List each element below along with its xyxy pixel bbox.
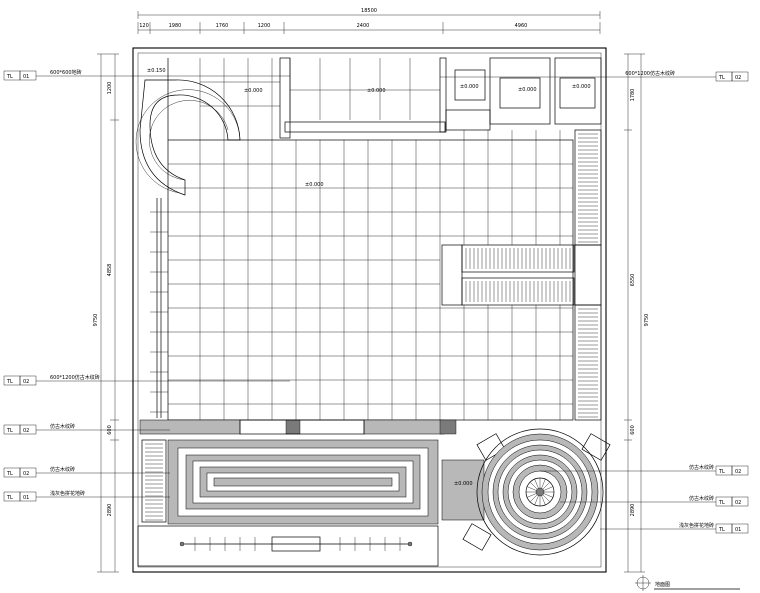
right-tag-3: 仿古木纹砖 TL 02: [560, 495, 749, 507]
tag-code: TL: [6, 428, 13, 434]
tag-num: 01: [23, 74, 29, 80]
tag-text: 浅灰色拼花地砖: [679, 522, 714, 529]
top-dim-5: 2400: [357, 23, 370, 29]
stair-tread: [543, 493, 554, 498]
hatched-pad: [441, 459, 485, 521]
level-0: ±0.150: [147, 68, 166, 74]
bottom-strip: [137, 525, 439, 567]
tag-num: 02: [23, 428, 29, 434]
title-block: 地面图: [635, 575, 740, 591]
left-dim-1: 1200: [107, 82, 113, 95]
right-tag-2: 仿古木纹砖 TL 02: [540, 464, 749, 476]
tag-num: 02: [735, 500, 741, 506]
rosette-spokes: [526, 478, 554, 506]
stair-treads: [465, 133, 598, 418]
tag-text: 仿古木纹砖: [689, 495, 714, 502]
tag-code: TL: [6, 471, 13, 477]
left-tag-4: TL 02 仿古木纹砖: [3, 466, 170, 478]
left-dim-2: 4858: [107, 264, 113, 277]
right-tag-4: 浅灰色拼花地砖 TL 01: [600, 522, 749, 534]
top-dimension-chain: 18500 120 1980 1760 1200 2400 4960: [137, 8, 601, 34]
tag-text: 600*1200仿古木纹砖: [50, 374, 100, 381]
left-tag-2: TL 02 600*1200仿古木纹砖: [3, 374, 290, 386]
stair-tread: [534, 478, 539, 489]
right-dim-2: 6550: [630, 274, 636, 287]
drawing-title: 地面图: [655, 581, 670, 588]
tag-code: TL: [718, 75, 725, 81]
level-7: ±0.000: [454, 481, 473, 487]
level-5: ±0.000: [572, 84, 591, 90]
left-small-stair: [141, 439, 167, 523]
stair-tread: [529, 494, 538, 503]
stair-tread: [526, 493, 537, 498]
right-dim-3: 600: [630, 425, 636, 435]
tag-num: 01: [735, 527, 741, 533]
top-dim-1: 120: [139, 23, 149, 29]
level-markers: ±0.150 ±0.000 ±0.000 ±0.000 ±0.000 ±0.00…: [147, 68, 591, 487]
tag-text: 仿古木纹砖: [689, 464, 714, 471]
tag-code: TL: [6, 379, 13, 385]
left-tag-3: TL 02 仿古木纹砖: [3, 423, 170, 435]
level-4: ±0.000: [518, 87, 537, 93]
top-dim-3: 1760: [216, 23, 229, 29]
right-stairs: [441, 129, 602, 421]
top-dim-2: 1980: [169, 23, 182, 29]
tag-code: TL: [718, 527, 725, 533]
tag-num: 02: [735, 469, 741, 475]
right-dim-4: 2890: [630, 504, 636, 517]
stair-tread: [541, 478, 546, 489]
level-2: ±0.000: [367, 88, 386, 94]
left-dim-overall: 9750: [93, 314, 99, 327]
top-dim-6: 4960: [515, 23, 528, 29]
stair-tread: [534, 495, 539, 506]
tag-num: 02: [23, 379, 29, 385]
level-1: ±0.000: [244, 88, 263, 94]
level-3: ±0.000: [460, 84, 479, 90]
circular-pattern: [462, 428, 611, 556]
stair-tread: [526, 486, 537, 491]
rectangular-pattern: [167, 439, 439, 525]
tag-text: 浅灰色拼花地砖: [50, 490, 85, 497]
left-rail: [150, 198, 168, 418]
overall-width-label: 18500: [361, 8, 377, 14]
left-tag-1: TL 01 600*600地砖: [3, 69, 290, 81]
left-tags: TL 01 600*600地砖 TL 02 600*1200仿古木纹砖 TL 0…: [3, 69, 290, 502]
tag-text: 仿古木纹砖: [50, 423, 75, 430]
stair-tread: [541, 495, 546, 506]
stair-tread: [543, 486, 554, 491]
left-dim-4: 2890: [107, 504, 113, 517]
planter-band: [139, 419, 457, 435]
stair-tread: [542, 494, 551, 503]
tag-text: 仿古木纹砖: [50, 466, 75, 473]
curved-counter: [135, 79, 241, 196]
right-tags: 600*1200仿古木纹砖 TL 02 仿古木纹砖 TL 02 仿古木纹砖 TL…: [440, 70, 749, 534]
tag-code: TL: [6, 74, 13, 80]
stair-tread: [542, 481, 551, 490]
tag-text: 600*1200仿古木纹砖: [625, 70, 675, 77]
tag-code: TL: [6, 495, 13, 501]
tag-num: 01: [23, 495, 29, 501]
left-tag-5: TL 01 浅灰色拼花地砖: [3, 490, 170, 502]
tile-grid: [167, 57, 602, 421]
left-dimension-chain: 1200 4858 600 2890 9750: [93, 53, 119, 573]
left-small-stair-treads: [145, 443, 163, 521]
right-dimension-chain: 1780 6550 600 2890 9750: [624, 53, 650, 573]
right-tag-1: 600*1200仿古木纹砖 TL 02: [440, 70, 749, 82]
stair-tread: [529, 481, 538, 490]
right-dim-1: 1780: [630, 89, 636, 102]
right-dim-overall: 9750: [644, 314, 650, 327]
tag-code: TL: [718, 469, 725, 475]
top-dim-4: 1200: [258, 23, 271, 29]
tag-text: 600*600地砖: [50, 69, 82, 76]
tag-num: 02: [23, 471, 29, 477]
tag-num: 02: [735, 75, 741, 81]
tag-code: TL: [718, 500, 725, 506]
level-6: ±0.000: [305, 182, 324, 188]
